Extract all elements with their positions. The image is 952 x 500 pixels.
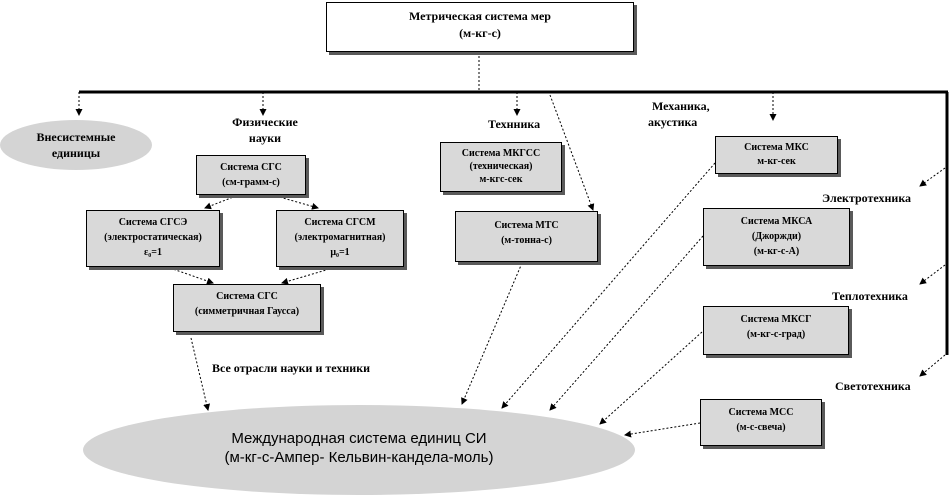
metric-system-title: Метрическая система мер <box>409 9 551 23</box>
non-system-units-line1: Внесистемные <box>36 130 116 144</box>
mksa-system-box: Система МКСА (Джоржди) (м-кг-с-А) <box>703 208 850 266</box>
sgse-system-box: Система СГСЭ (электростатическая) ε₀=1 <box>86 210 220 267</box>
mts-title: Система МТС <box>494 220 559 231</box>
mts-system-box: Система МТС (м-тонна-с) <box>455 211 598 262</box>
mkgss-type: (техническая) <box>469 161 533 172</box>
sgs-gauss-type: (симметричная Гаусса) <box>194 306 300 317</box>
mechanics-line2: акустика <box>648 115 698 129</box>
sgsm-system-box: Система СГСМ (электромагнитная) μ₀=1 <box>276 210 404 267</box>
physical-sciences-line1: Физические <box>232 115 298 129</box>
mksa-author: (Джоржди) <box>751 231 802 242</box>
sgsm-type: (электромагнитная) <box>294 232 386 243</box>
sgse-type: (электростатическая) <box>104 232 202 243</box>
sgs-gauss-title: Система СГС <box>216 291 278 302</box>
mkgss-system-box: Система МКГСС (техническая) м-кгс-сек <box>440 142 562 192</box>
mksg-units: (м-кг-с-град) <box>746 329 806 340</box>
sgs-system-box: Система СГС (см-грамм-с) <box>196 155 306 195</box>
si-system-ellipse: Международная система единиц СИ (м-кг-с-… <box>83 405 635 495</box>
mkgss-units: м-кгс-сек <box>479 174 523 185</box>
electrical-engineering-label: Электротехника <box>822 191 912 205</box>
mksa-title: Система МКСА <box>740 216 813 227</box>
lighting-engineering-label: Светотехника <box>835 379 911 393</box>
mksg-title: Система МКСГ <box>740 314 812 325</box>
mss-system-box: Система МСС (м-с-свеча) <box>700 399 822 446</box>
metric-system-box: Метрическая система мер (м-кг-с) <box>326 2 634 52</box>
sgs-units: (см-грамм-с) <box>222 177 280 188</box>
mksa-units: (м-кг-с-А) <box>753 246 800 257</box>
non-system-units-ellipse: Внесистемные единицы <box>0 120 152 170</box>
all-branches-label: Все отрасли науки и техники <box>212 361 371 375</box>
heat-engineering-label: Теплотехника <box>832 289 908 303</box>
sgs-gauss-system-box: Система СГС (симметричная Гаусса) <box>173 284 321 332</box>
mks-title: Система МКС <box>744 142 809 153</box>
sgse-title: Система СГСЭ <box>118 217 188 228</box>
physical-sciences-line2: науки <box>248 131 282 145</box>
mksg-system-box: Система МКСГ (м-кг-с-град) <box>703 306 849 355</box>
non-system-units-line2: единицы <box>51 146 101 160</box>
physical-sciences-label: Физические науки <box>222 114 308 146</box>
sgs-title: Система СГС <box>220 162 282 173</box>
sgse-constant: ε₀=1 <box>144 247 162 258</box>
engineering-label: Технника <box>488 117 541 131</box>
mkgss-title: Система МКГСС <box>461 148 541 159</box>
mss-title: Система МСС <box>728 407 794 418</box>
sgsm-title: Система СГСМ <box>304 217 376 228</box>
si-title: Международная система единиц СИ <box>231 430 487 447</box>
mechanics-line1: Механика, <box>652 99 710 113</box>
mss-units: (м-с-свеча) <box>736 422 786 433</box>
metric-system-units: (м-кг-с) <box>459 26 501 40</box>
si-units: (м-кг-с-Ампер- Кельвин-кандела-моль) <box>224 449 494 466</box>
mks-units: м-кг-сек <box>757 156 796 167</box>
sgsm-constant: μ₀=1 <box>330 247 350 258</box>
mks-system-box: Система МКС м-кг-сек <box>715 136 838 174</box>
mts-units: (м-тонна-с) <box>501 235 552 246</box>
mechanics-label: Механика, акустика <box>648 98 710 130</box>
